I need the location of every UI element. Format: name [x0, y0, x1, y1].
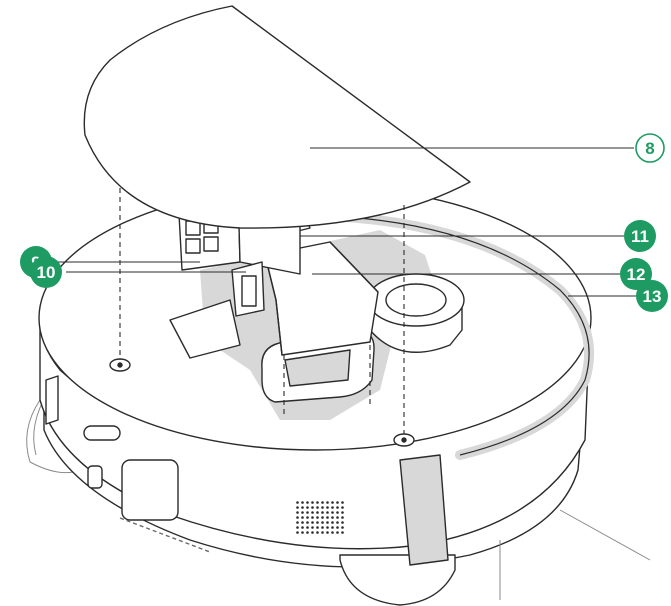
callout-11-label: 11	[631, 227, 649, 246]
bumper-tread	[119, 517, 211, 553]
callout-13-label: 13	[643, 287, 662, 306]
lidar-turret	[367, 273, 465, 353]
top-screw-right	[393, 433, 415, 447]
front-indicator	[87, 465, 103, 489]
front-camera-window	[121, 459, 179, 521]
callout-10: 10	[30, 256, 62, 288]
side-port	[45, 375, 59, 425]
top-cover	[83, 5, 471, 229]
callout-8: 8	[635, 133, 665, 163]
alignment-lines	[119, 188, 405, 434]
front-handle-strap	[399, 454, 449, 566]
robot-body	[26, 185, 651, 606]
callout-12-label: 12	[627, 265, 646, 284]
leader-lines	[56, 147, 636, 297]
callout-10-label: 10	[37, 263, 56, 282]
callout-13: 13	[636, 280, 668, 312]
callout-11: 11	[624, 220, 656, 252]
bin-tray	[169, 299, 241, 359]
top-screw-left	[109, 358, 131, 372]
front-sensor-slot	[83, 425, 121, 441]
side-brush-right	[499, 509, 651, 600]
callout-12: 12	[620, 258, 652, 290]
rear-wheel	[339, 554, 456, 606]
callout-8-label: 8	[645, 139, 654, 158]
speaker-grille	[296, 500, 344, 534]
